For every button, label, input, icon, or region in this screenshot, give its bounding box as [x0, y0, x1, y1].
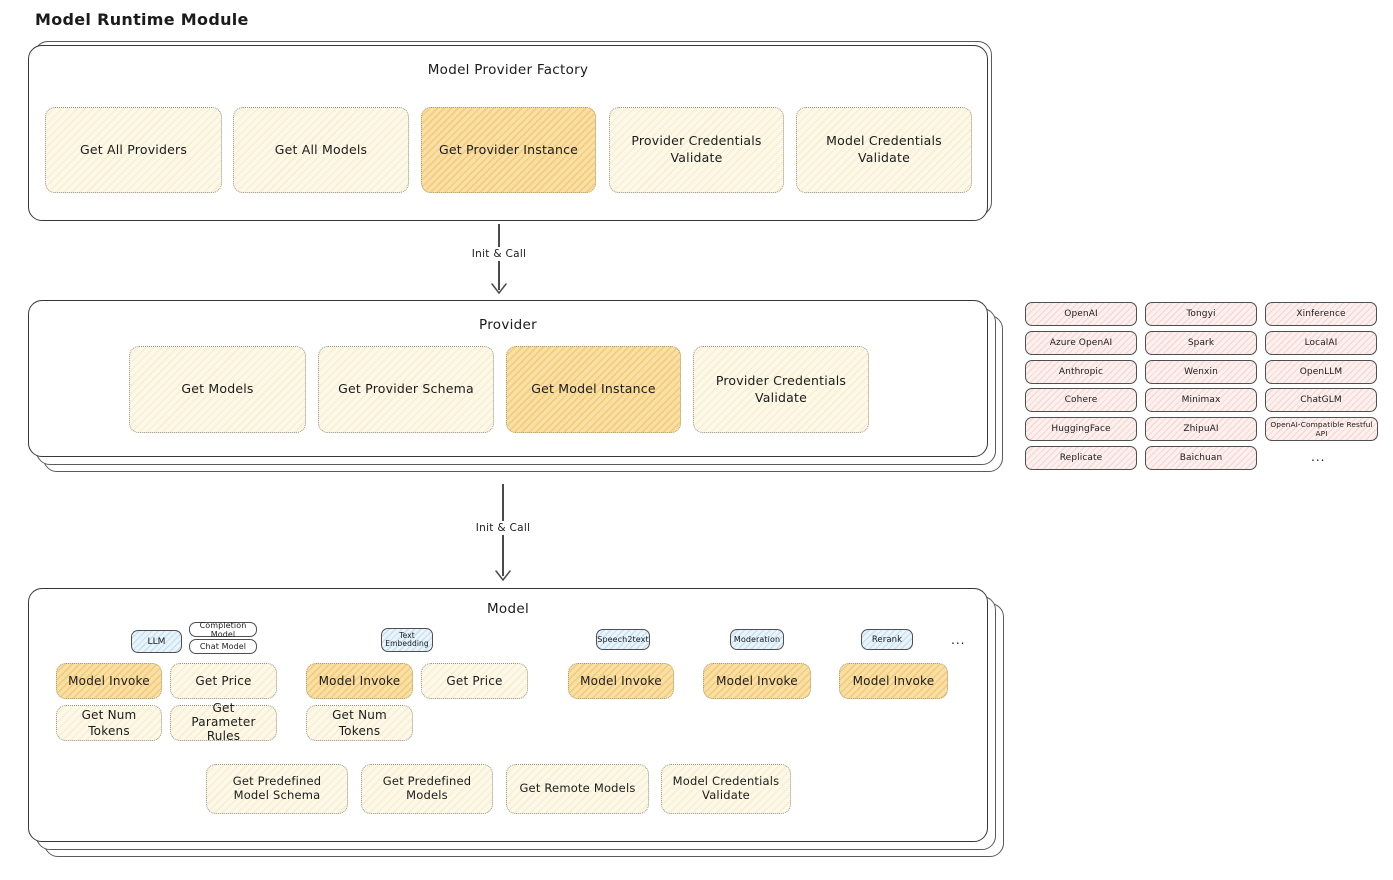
provider-chip-localai: LocalAI [1265, 331, 1377, 355]
get-all-providers-button: Get All Providers [45, 107, 222, 193]
provider-chip-wenxin: Wenxin [1145, 360, 1257, 384]
tab-chat-model: Chat Model [189, 639, 257, 654]
llm-get-price-button: Get Price [170, 663, 277, 699]
text-embedding-model-invoke-button: Model Invoke [306, 663, 413, 699]
provider-chip-chatglm: ChatGLM [1265, 388, 1377, 412]
tab-rerank: Rerank [861, 629, 913, 650]
tab-moderation: Moderation [730, 629, 784, 650]
provider-chip-spark: Spark [1145, 331, 1257, 355]
provider-credentials-validate-button: Provider Credentials Validate [609, 107, 784, 193]
provider-chip-minimax: Minimax [1145, 388, 1257, 412]
tabs-more-ellipsis: ... [951, 633, 966, 647]
model-box-title: Model [486, 601, 530, 617]
provider-chip-baichuan: Baichuan [1145, 446, 1257, 470]
provider-chip-tongyi: Tongyi [1145, 302, 1257, 326]
provider-chip-cohere: Cohere [1025, 388, 1137, 412]
get-predefined-models-button: Get Predefined Models [361, 764, 493, 814]
page-title: Model Runtime Module [35, 10, 249, 29]
provider-chip-azure-openai: Azure OpenAI [1025, 331, 1137, 355]
model-credentials-validate-bottom-button: Model Credentials Validate [661, 764, 791, 814]
provider-credentials-validate-button-2: Provider Credentials Validate [693, 346, 869, 433]
text-embedding-get-price-button: Get Price [421, 663, 528, 699]
arrow-1-label: Init & Call [465, 247, 533, 261]
tab-text-embedding: Text Embedding [381, 628, 433, 652]
factory-box: Model Provider Factory Get All Providers… [28, 45, 988, 221]
provider-box-title: Provider [479, 317, 537, 333]
llm-get-parameter-rules-button: Get Parameter Rules [170, 701, 277, 743]
get-remote-models-button: Get Remote Models [506, 764, 649, 814]
provider-chip-replicate: Replicate [1025, 446, 1137, 470]
provider-chip-openai-compatible: OpenAI-Compatible Restful API [1265, 417, 1378, 441]
rerank-model-invoke-button: Model Invoke [839, 663, 948, 699]
get-model-instance-button: Get Model Instance [506, 346, 681, 433]
tab-llm: LLM [131, 630, 182, 653]
tab-completion-model: Completion Model [189, 621, 257, 639]
speech2text-model-invoke-button: Model Invoke [568, 663, 674, 699]
text-embedding-get-num-tokens-button: Get Num Tokens [306, 705, 413, 741]
tab-speech2text: Speech2text [596, 629, 650, 650]
model-credentials-validate-button: Model Credentials Validate [796, 107, 972, 193]
moderation-model-invoke-button: Model Invoke [703, 663, 811, 699]
providers-more-ellipsis: ... [1311, 450, 1326, 464]
provider-box: Provider Get Models Get Provider Schema … [28, 300, 988, 457]
arrow-1-head-icon [491, 283, 507, 294]
model-box: Model LLM Completion Model Chat Model Te… [28, 588, 988, 842]
llm-model-invoke-button: Model Invoke [56, 663, 162, 699]
provider-chip-huggingface: HuggingFace [1025, 417, 1137, 441]
get-models-button: Get Models [129, 346, 306, 433]
arrow-2-label: Init & Call [469, 521, 537, 535]
llm-get-num-tokens-button: Get Num Tokens [56, 705, 162, 741]
get-provider-schema-button: Get Provider Schema [318, 346, 494, 433]
get-predefined-model-schema-button: Get Predefined Model Schema [206, 764, 348, 814]
get-provider-instance-button: Get Provider Instance [421, 107, 596, 193]
provider-chip-openai: OpenAI [1025, 302, 1137, 326]
factory-box-title: Model Provider Factory [427, 62, 589, 78]
provider-chip-xinference: Xinference [1265, 302, 1377, 326]
provider-chip-openllm: OpenLLM [1265, 360, 1377, 384]
arrow-2-head-icon [495, 570, 511, 581]
provider-chip-anthropic: Anthropic [1025, 360, 1137, 384]
provider-chip-zhipuai: ZhipuAI [1145, 417, 1257, 441]
get-all-models-button: Get All Models [233, 107, 409, 193]
providers-grid: OpenAI Tongyi Xinference Azure OpenAI Sp… [1025, 302, 1381, 472]
